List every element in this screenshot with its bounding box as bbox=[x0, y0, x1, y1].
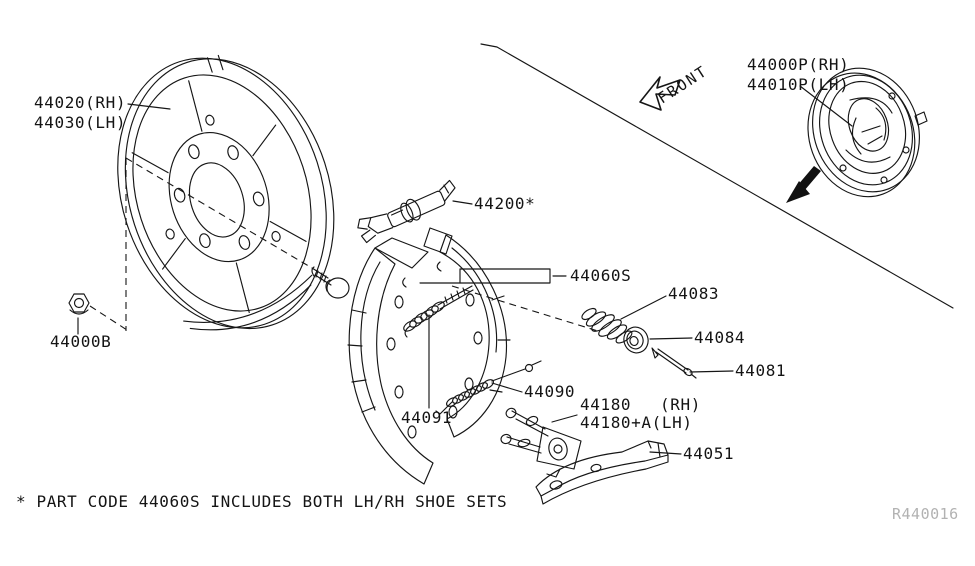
axis-diagonal-line bbox=[480, 43, 954, 309]
label-toggle-lh: 44180+A(LH) bbox=[580, 413, 693, 432]
drum-direction-arrow bbox=[786, 166, 821, 203]
label-drum-assembly-rh: 44000P(RH) bbox=[747, 55, 849, 74]
footnote: * PART CODE 44060S INCLUDES BOTH LH/RH S… bbox=[16, 492, 507, 511]
spring-retainer bbox=[623, 326, 649, 354]
label-pin: 44081 bbox=[735, 361, 786, 380]
backing-plate bbox=[117, 54, 335, 331]
front-arrow-icon bbox=[639, 76, 681, 111]
parking-lever bbox=[535, 440, 669, 505]
label-lever: 44051 bbox=[683, 444, 734, 463]
shoe-return-spring-lower bbox=[435, 360, 542, 415]
label-backing-plate-lh: 44030(LH) bbox=[34, 113, 126, 132]
label-toggle-rh-code: 44180 bbox=[580, 395, 631, 414]
brake-shoe-left bbox=[347, 237, 434, 485]
front-label-group: FRONT bbox=[654, 62, 711, 108]
label-retainer: 44084 bbox=[694, 328, 745, 347]
drum-brake-assembly bbox=[807, 67, 928, 198]
label-backing-plate-rh: 44020(RH) bbox=[34, 93, 126, 112]
label-spring-upper: 44083 bbox=[668, 284, 719, 303]
mounting-axis-dashed-lines bbox=[89, 157, 599, 332]
leader-lines bbox=[77, 85, 853, 455]
mounting-bolt bbox=[311, 266, 350, 299]
hub-nut bbox=[68, 293, 90, 315]
front-label: FRONT bbox=[654, 62, 711, 108]
figure-watermark: R440016 bbox=[892, 505, 959, 523]
retainer-pin bbox=[651, 347, 697, 379]
label-toggle-rh-side: (RH) bbox=[660, 395, 701, 414]
label-adjuster-spring: 44091 bbox=[401, 408, 452, 427]
label-shoe-set: 44060S bbox=[570, 266, 631, 285]
adjuster-assembly bbox=[357, 179, 456, 244]
label-adjuster: 44200* bbox=[474, 194, 535, 213]
brake-shoe-right bbox=[423, 227, 511, 438]
label-spring-lower: 44090 bbox=[524, 382, 575, 401]
shoe-hold-spring bbox=[581, 307, 633, 344]
label-drum-assembly-lh: 44010P(LH) bbox=[747, 75, 849, 94]
label-nut: 44000B bbox=[50, 332, 111, 351]
adjuster-spring bbox=[403, 285, 474, 338]
